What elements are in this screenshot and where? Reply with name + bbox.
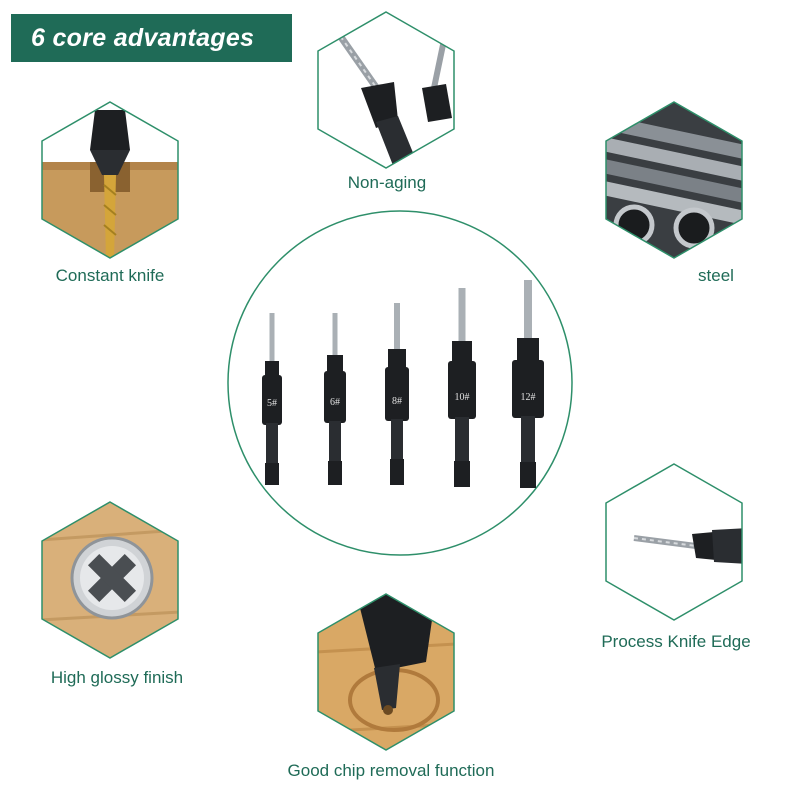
feature-process-knife-edge-image	[604, 462, 744, 622]
bit-label-12: 12#	[521, 392, 536, 403]
countersink-bit-6: 6#	[324, 313, 346, 485]
steel-tubes-icon	[606, 113, 742, 249]
feature-steel-image	[604, 100, 744, 260]
feature-constant-knife-caption: Constant knife	[55, 266, 165, 285]
title-banner: 6 core advantages	[11, 14, 292, 62]
feature-high-glossy-finish-caption: High glossy finish	[50, 668, 184, 687]
knife-edge-icon	[633, 528, 742, 564]
product-showcase: 5# 6# 8# 10#	[225, 208, 575, 563]
feature-steel-caption: steel	[698, 266, 734, 285]
feature-process-knife-edge-caption: Process Knife Edge	[601, 632, 751, 651]
bit-label-5: 5#	[267, 398, 277, 409]
feature-high-glossy-finish-image	[40, 500, 180, 660]
feature-non-aging-image	[316, 10, 456, 170]
countersink-bit-5: 5#	[262, 313, 282, 485]
drill-bit-icon	[333, 27, 452, 168]
bit-label-10: 10#	[455, 392, 470, 403]
countersink-bit-8: 8#	[385, 303, 409, 485]
feature-constant-knife-image	[40, 100, 180, 260]
bit-label-8: 8#	[392, 396, 402, 407]
feature-good-chip-removal-caption: Good chip removal function	[287, 761, 495, 780]
page-title: 6 core advantages	[31, 23, 255, 52]
countersink-bit-10: 10#	[448, 288, 476, 487]
feature-good-chip-removal-image	[316, 592, 456, 752]
bit-label-6: 6#	[330, 397, 340, 408]
screw-icon	[42, 528, 178, 622]
countersink-bit-12: 12#	[512, 280, 544, 488]
feature-non-aging-caption: Non-aging	[347, 173, 427, 192]
